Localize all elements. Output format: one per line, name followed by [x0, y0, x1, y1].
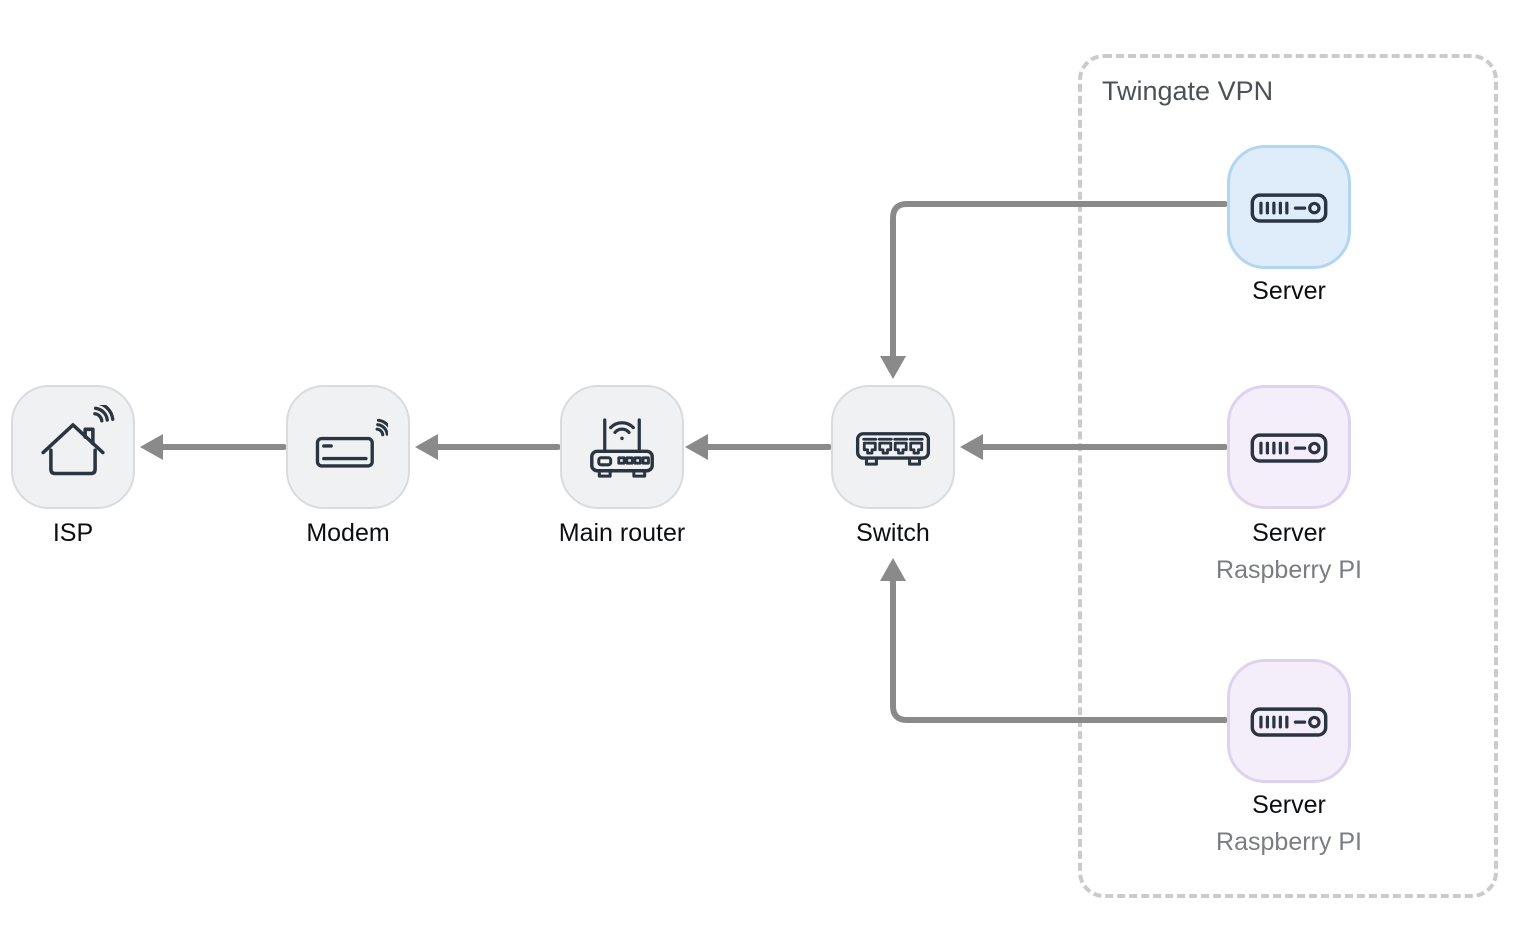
- wifi-router-icon: [590, 418, 654, 478]
- node-label-server-1: Server: [1252, 277, 1326, 305]
- edge-server1-to-switch-arrowhead: [880, 356, 906, 379]
- edge-server2-to-switch-arrowhead: [960, 434, 983, 460]
- edge-switch-to-router-arrowhead: [685, 434, 708, 460]
- node-switch[interactable]: [831, 385, 955, 509]
- node-label-server-3: Server: [1252, 791, 1326, 819]
- node-label-modem: Modem: [306, 519, 390, 547]
- house-wifi-icon: [41, 405, 115, 476]
- edge-server3-to-switch-arrowhead: [880, 558, 906, 581]
- node-server-1[interactable]: [1227, 145, 1351, 269]
- node-label-server-2: Server: [1252, 519, 1326, 547]
- node-sublabel-server-3: Raspberry PI: [1216, 828, 1362, 856]
- node-server-2[interactable]: [1227, 385, 1351, 509]
- vpn-group-label: Twingate VPN: [1102, 76, 1274, 106]
- edge-modem-to-isp-arrowhead: [140, 434, 163, 460]
- node-label-isp: ISP: [52, 519, 94, 547]
- vpn-group-box: [1078, 54, 1498, 898]
- node-sublabel-server-2: Raspberry PI: [1216, 556, 1362, 584]
- node-isp[interactable]: [11, 385, 135, 509]
- edge-router-to-modem-arrowhead: [415, 434, 438, 460]
- server-icon: [1250, 707, 1328, 737]
- modem-wifi-icon: [315, 418, 388, 468]
- node-server-3[interactable]: [1227, 659, 1351, 783]
- node-label-switch: Switch: [856, 519, 930, 547]
- edge-server1-to-switch-line: [890, 201, 1228, 363]
- node-modem[interactable]: [286, 385, 410, 509]
- server-icon: [1250, 193, 1328, 223]
- node-main-router[interactable]: [560, 385, 684, 509]
- server-icon: [1250, 433, 1328, 463]
- edge-server3-to-switch-line: [890, 574, 1228, 723]
- node-label-main-router: Main router: [558, 519, 686, 547]
- network-switch-icon: [855, 432, 931, 466]
